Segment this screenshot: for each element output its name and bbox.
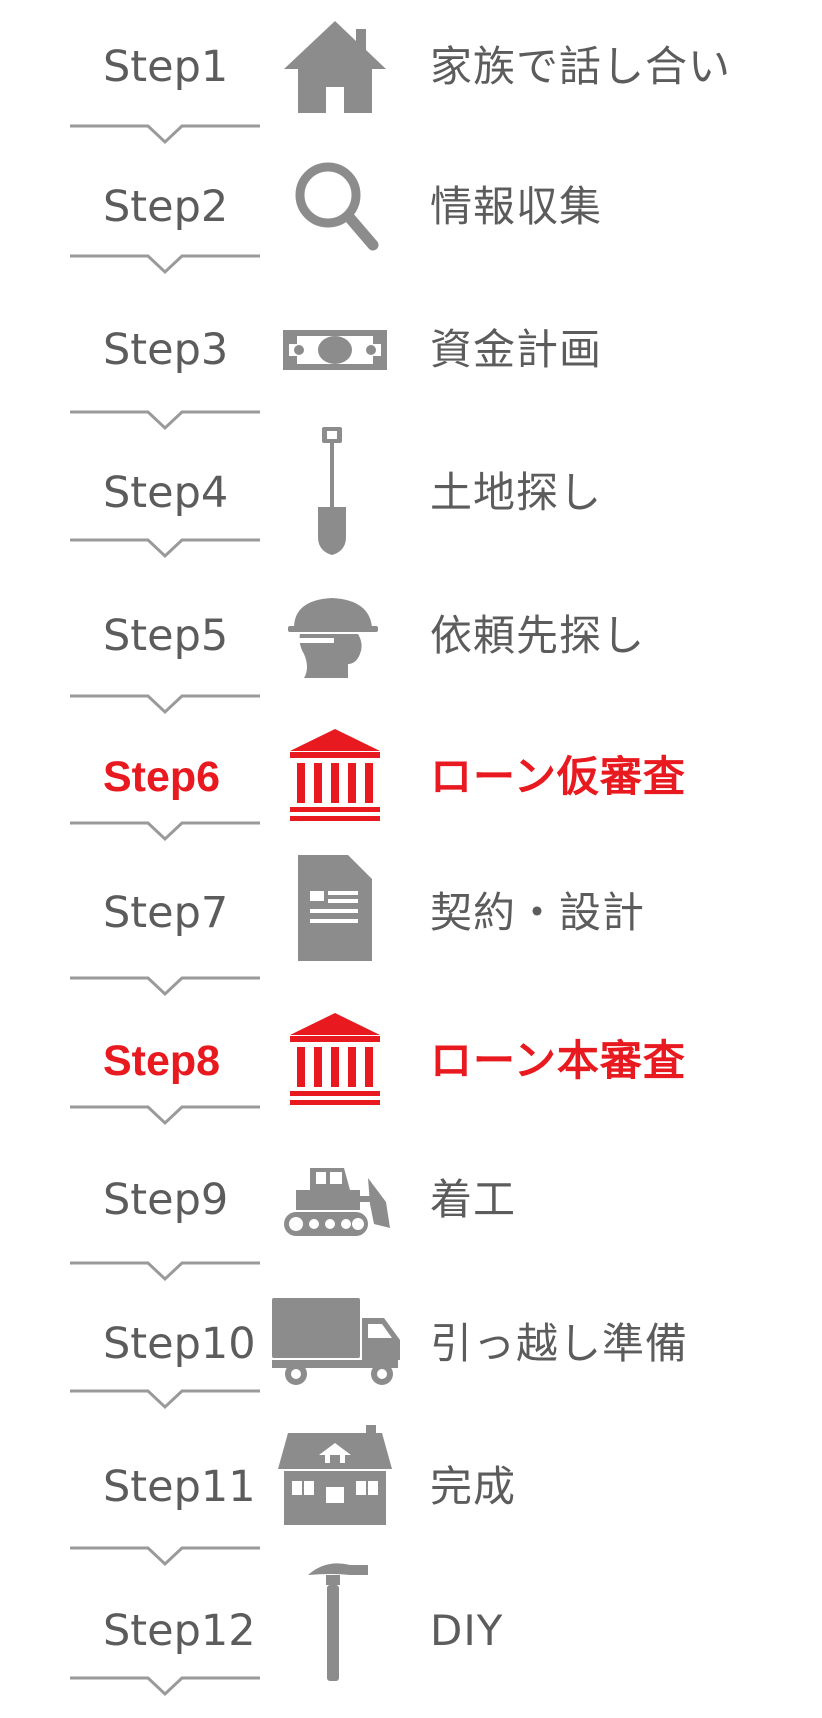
step-title: 引っ越し準備 [430, 1319, 689, 1368]
step-label: Step2 [103, 182, 229, 232]
step-label: Step12 [103, 1606, 256, 1656]
step-title: 依頼先探し [430, 611, 646, 660]
step-divider [70, 976, 260, 1010]
hammer-icon [270, 1563, 400, 1681]
step-title: 完成 [430, 1462, 517, 1511]
truck-icon [270, 1294, 400, 1394]
step-row: Step5 依頼先探し [0, 586, 822, 686]
step-divider [70, 538, 260, 572]
step-label: Step11 [103, 1462, 256, 1512]
bank-icon [270, 727, 400, 827]
step-divider [70, 124, 260, 158]
completed-house-icon [270, 1425, 400, 1537]
step-title: ローン本審査 [430, 1036, 686, 1085]
step-title: 着工 [430, 1175, 517, 1224]
step-label: Step1 [103, 42, 229, 92]
step-title: 資金計画 [430, 325, 603, 374]
step-row: Step9 着工 [0, 1150, 822, 1250]
builder-helmet-icon [270, 586, 400, 686]
step-divider [70, 1546, 260, 1580]
step-label: Step7 [103, 888, 229, 938]
step-divider [70, 1261, 260, 1295]
step-row: Step3 資金計画 [0, 300, 822, 400]
step-title: 情報収集 [430, 182, 603, 231]
step-divider [70, 1676, 260, 1710]
document-icon [270, 855, 400, 963]
step-divider [70, 1105, 260, 1139]
step-row: Step8 ローン本審査 [0, 1011, 822, 1111]
step-divider [70, 821, 260, 855]
step-title: 土地探し [430, 468, 603, 517]
step-label: Step10 [103, 1319, 256, 1369]
step-row: Step11 完成 [0, 1425, 822, 1537]
step-row: Step6 ローン仮審査 [0, 727, 822, 827]
step-title: ローン仮審査 [430, 752, 686, 801]
step-title: 契約・設計 [430, 888, 646, 937]
house-icon [270, 17, 400, 117]
step-label: Step3 [103, 325, 229, 375]
step-row: Step12 DIY [0, 1563, 822, 1681]
money-icon [270, 300, 400, 400]
step-label: Step8 [103, 1037, 221, 1085]
step-row: Step1 家族で話し合い [0, 17, 822, 117]
bulldozer-icon [270, 1150, 400, 1250]
step-divider [70, 410, 260, 444]
step-divider [70, 694, 260, 728]
step-row: Step4 土地探し [0, 427, 822, 555]
step-row: Step2 情報収集 [0, 157, 822, 257]
step-title: DIY [430, 1606, 504, 1655]
step-label: Step9 [103, 1175, 229, 1225]
step-label: Step6 [103, 753, 221, 801]
bank-icon [270, 1011, 400, 1111]
shovel-icon [270, 427, 400, 555]
step-row: Step10 引っ越し準備 [0, 1294, 822, 1394]
step-title: 家族で話し合い [430, 42, 732, 91]
step-divider [70, 254, 260, 288]
search-icon [270, 157, 400, 257]
step-divider [70, 1389, 260, 1423]
step-label: Step5 [103, 611, 229, 661]
step-row: Step7 契約・設計 [0, 855, 822, 963]
step-label: Step4 [103, 468, 229, 518]
